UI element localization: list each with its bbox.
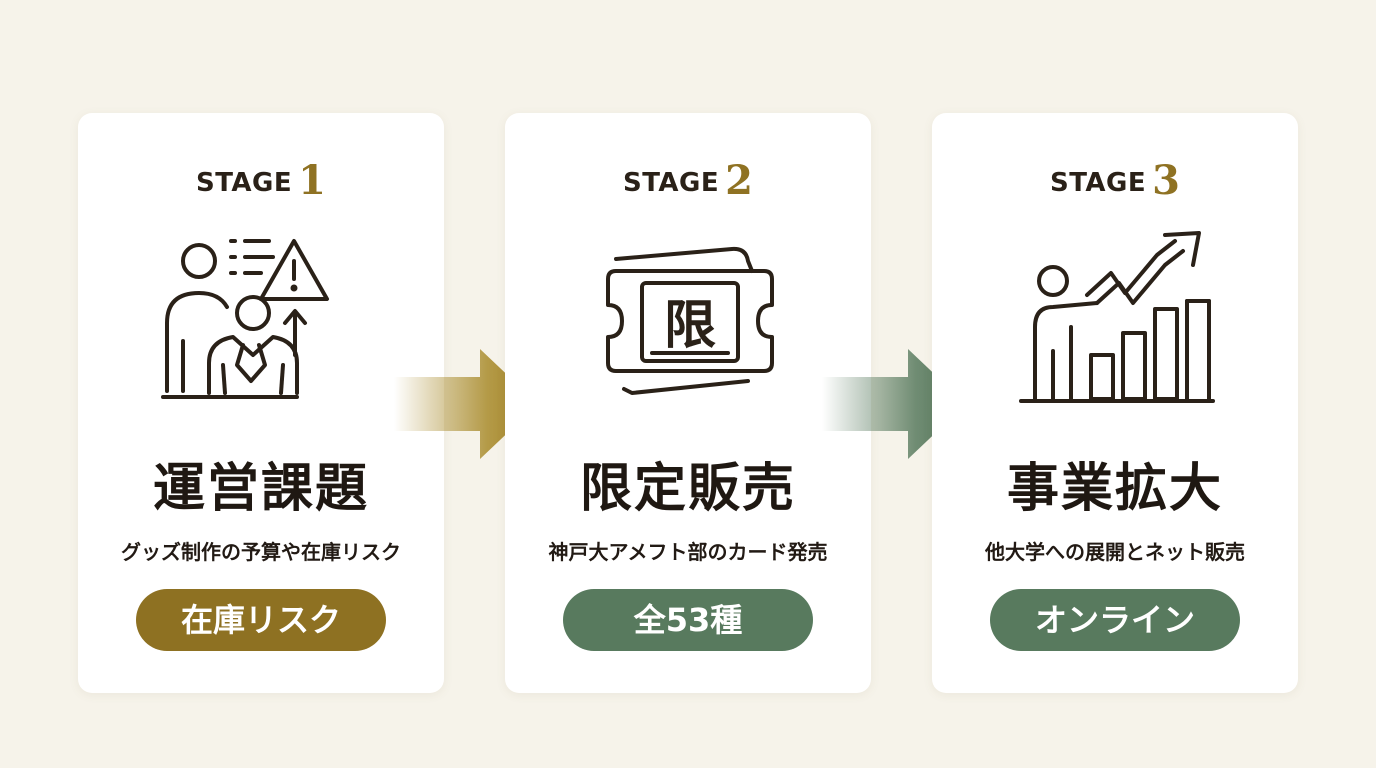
stage-title: 限定販売 <box>579 458 796 519</box>
stage-label: STAGE <box>1049 168 1147 198</box>
stage-number: 2 <box>725 157 753 204</box>
ticket-label: 限 <box>664 295 716 356</box>
stage-subtitle: グッズ制作の予算や在庫リスク <box>121 540 401 564</box>
stage-title: 運営課題 <box>152 458 369 519</box>
stage-number: 1 <box>298 157 326 204</box>
stage-label: STAGE <box>195 168 293 198</box>
team-warning-icon <box>161 231 361 421</box>
stage-tag: オンライン <box>990 589 1240 651</box>
arrow-right-icon <box>822 349 966 459</box>
stage-subtitle: 他大学への展開とネット販売 <box>985 540 1245 564</box>
stage-title: 事業拡大 <box>1006 458 1223 519</box>
stage-subtitle: 神戸大アメフト部のカード発売 <box>548 540 828 564</box>
stage-tag: 在庫リスク <box>136 589 386 651</box>
stage-label: STAGE <box>622 168 720 198</box>
growth-chart-icon <box>1015 231 1215 421</box>
arrow-right-icon <box>394 349 538 459</box>
stage-number: 3 <box>1152 157 1180 204</box>
stage-tag: 全53種 <box>563 589 813 651</box>
limited-ticket-icon: 限 <box>588 231 788 421</box>
